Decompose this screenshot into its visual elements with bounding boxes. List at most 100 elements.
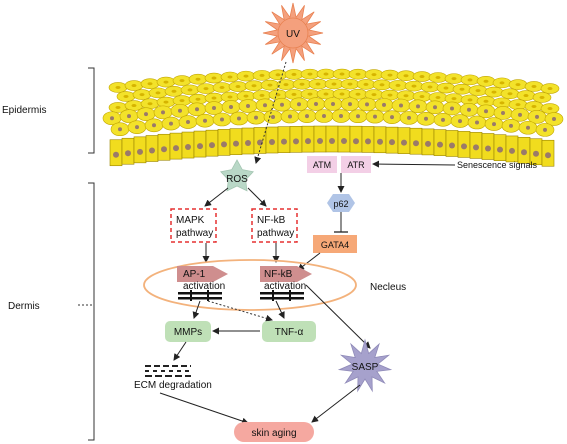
gata4-box (313, 235, 357, 253)
cell-nucleus (123, 94, 129, 98)
cell-nucleus (173, 145, 179, 152)
cell-nucleus (458, 119, 462, 124)
cell-nucleus (363, 82, 369, 86)
cell-nucleus (237, 116, 241, 121)
cell-nucleus (229, 104, 233, 109)
cell-nucleus (137, 148, 143, 155)
sasp-label: SASP (352, 362, 379, 373)
ecm-label: ECM degradation (134, 380, 212, 391)
cell-nucleus (533, 150, 539, 157)
cell-nucleus (259, 93, 265, 97)
cell-nucleus (291, 72, 297, 76)
ap1-arrow-shape (177, 266, 228, 282)
ros-label: ROS (226, 174, 248, 185)
cell-nucleus (246, 104, 250, 109)
cell-nucleus (211, 76, 217, 80)
cell-nucleus (322, 114, 326, 119)
cell-nucleus (467, 107, 471, 112)
cell-nucleus (149, 147, 155, 154)
cell-nucleus (552, 117, 556, 122)
cell-nucleus (403, 94, 409, 98)
cell-nucleus (539, 95, 545, 99)
cell-nucleus (547, 87, 553, 91)
cell-nucleus (515, 103, 521, 107)
cell-nucleus (379, 83, 385, 87)
cell-nucleus (425, 140, 431, 147)
cell-nucleus (339, 72, 345, 76)
cell-nucleus (169, 121, 173, 126)
uv-sun-icon: UV (262, 2, 324, 64)
cell-nucleus (373, 114, 377, 119)
nfkb-activation-arrow-shape (260, 266, 312, 282)
cell-nucleus (507, 92, 513, 96)
nfkb-to-tnf-arrow (275, 300, 285, 319)
ros-to-mapk-arrow (204, 187, 229, 207)
cell-nucleus (424, 116, 428, 121)
mmps-to-ecm-arrow (173, 341, 187, 361)
cell-nucleus (411, 84, 417, 88)
cell-nucleus (195, 107, 199, 112)
nfkb-act-label-line1: NF-kB (264, 269, 293, 280)
cell-nucleus (203, 87, 209, 91)
cell-nucleus (547, 107, 553, 111)
cell-nucleus (353, 138, 359, 145)
cell-nucleus (271, 114, 275, 119)
cell-nucleus (535, 114, 539, 119)
cell-nucleus (251, 84, 257, 88)
cell-nucleus (355, 72, 361, 76)
cell-nucleus (297, 102, 301, 107)
cell-nucleus (220, 117, 224, 122)
cell-nucleus (315, 82, 321, 86)
cell-nucleus (163, 80, 169, 84)
nfkb-pathway-label-line2: pathway (257, 228, 294, 239)
uv-label: UV (286, 29, 300, 40)
cell-nucleus (355, 92, 361, 96)
cell-nucleus (113, 151, 119, 158)
cell-nucleus (171, 89, 177, 93)
mmps-box (165, 321, 211, 342)
cell-nucleus (348, 102, 352, 107)
cell-nucleus (195, 77, 201, 81)
cell-nucleus (185, 144, 191, 151)
cell-nucleus (243, 94, 249, 98)
cell-nucleus (356, 114, 360, 119)
p62-hexagon (327, 194, 355, 212)
dermis-label: Dermis (8, 301, 40, 312)
necleus-label: Necleus (370, 282, 406, 293)
cell-nucleus (451, 77, 457, 81)
cell-nucleus (179, 99, 185, 103)
cell-nucleus (521, 149, 527, 156)
cell-nucleus (531, 104, 537, 108)
cell-nucleus (195, 97, 201, 101)
ros-star: ROS (220, 159, 254, 192)
nucleus-ellipse (143, 259, 357, 311)
cell-nucleus (387, 73, 393, 77)
ap1-to-mmps-arrow (192, 300, 201, 319)
cell-nucleus (437, 141, 443, 148)
cell-nucleus (186, 120, 190, 125)
cell-nucleus (323, 72, 329, 76)
cell-nucleus (280, 102, 284, 107)
cell-nucleus (407, 115, 411, 120)
cell-nucleus (331, 82, 337, 86)
cell-nucleus (263, 103, 267, 108)
cell-nucleus (365, 138, 371, 145)
cell-nucleus (413, 140, 419, 147)
ros-to-nfkb-arrow (247, 187, 267, 207)
gata4-label: GATA4 (321, 240, 349, 250)
ap1-dna-symbol (178, 290, 222, 301)
mmps-label: MMPs (174, 327, 202, 338)
cell-nucleus (382, 102, 386, 107)
cell-nucleus (441, 117, 445, 122)
cell-nucleus (187, 88, 193, 92)
cell-nucleus (435, 95, 441, 99)
cell-nucleus (125, 150, 131, 157)
cell-nucleus (179, 79, 185, 83)
cell-nucleus (443, 86, 449, 90)
cell-nucleus (219, 85, 225, 89)
cell-nucleus (339, 114, 343, 119)
cell-nucleus (243, 74, 249, 78)
cell-nucleus (307, 92, 313, 96)
nfkb-dna-symbol (260, 290, 304, 301)
cell-nucleus (395, 83, 401, 87)
